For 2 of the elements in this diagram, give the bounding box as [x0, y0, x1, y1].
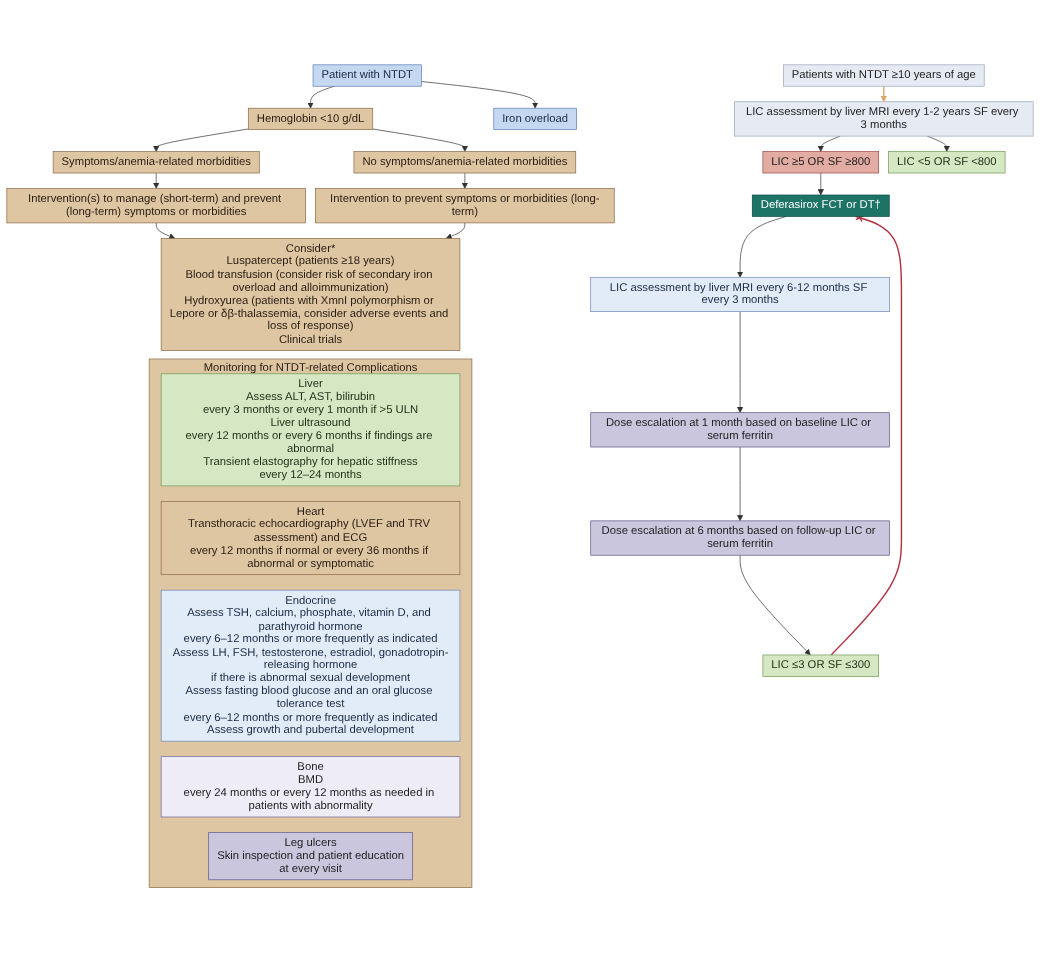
arrow	[880, 86, 887, 103]
connector	[830, 213, 903, 657]
